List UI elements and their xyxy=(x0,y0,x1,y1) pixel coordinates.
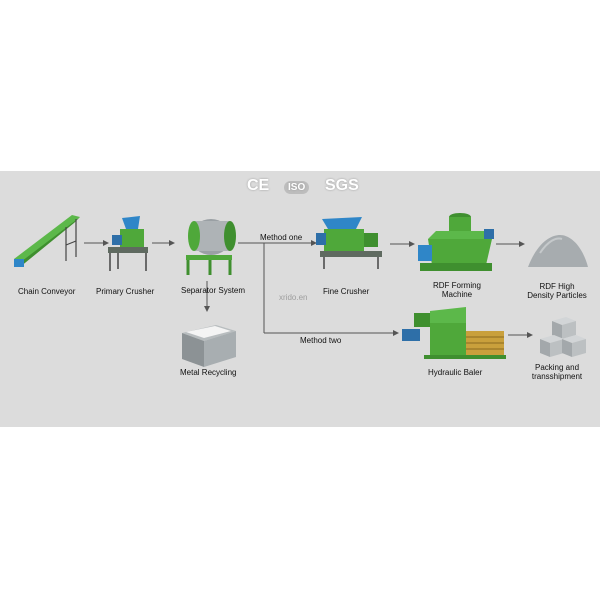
hydraulic-baler-label: Hydraulic Baler xyxy=(428,368,483,377)
watermark: xrido.en xyxy=(279,293,308,302)
sgs-mark: SGS xyxy=(325,177,359,194)
rdf-particles-illustration xyxy=(528,235,588,267)
method-two-label: Method two xyxy=(300,336,342,345)
packing-illustration xyxy=(540,317,586,357)
rdf-particles-label: RDF High Density Particles xyxy=(527,282,587,300)
hydraulic-baler-illustration xyxy=(402,307,506,359)
flow-arrows xyxy=(84,240,533,338)
rdf-forming-machine-illustration xyxy=(418,213,494,271)
method-one-label: Method one xyxy=(260,233,303,242)
separator-system-label: Separator System xyxy=(181,286,246,295)
chain-conveyor-illustration xyxy=(14,215,80,267)
packing-label: Packing and transshipment xyxy=(531,363,583,381)
fine-crusher-label: Fine Crusher xyxy=(323,287,370,296)
iso-mark: ISO xyxy=(284,181,310,194)
chain-conveyor-label: Chain Conveyor xyxy=(18,287,76,296)
primary-crusher-illustration xyxy=(108,216,148,271)
rdf-forming-machine-label: RDF Forming Machine xyxy=(432,281,481,299)
diagram-artwork xyxy=(14,213,588,367)
metal-recycling-label: Metal Recycling xyxy=(180,368,237,377)
fine-crusher-illustration xyxy=(316,217,382,269)
metal-recycling-illustration xyxy=(182,325,236,367)
ce-mark: CE xyxy=(247,177,270,194)
primary-crusher-label: Primary Crusher xyxy=(96,287,155,296)
process-flow-diagram: CE ISO SGS xrido.en Method one Method tw… xyxy=(0,171,600,427)
separator-system-illustration xyxy=(186,219,236,275)
